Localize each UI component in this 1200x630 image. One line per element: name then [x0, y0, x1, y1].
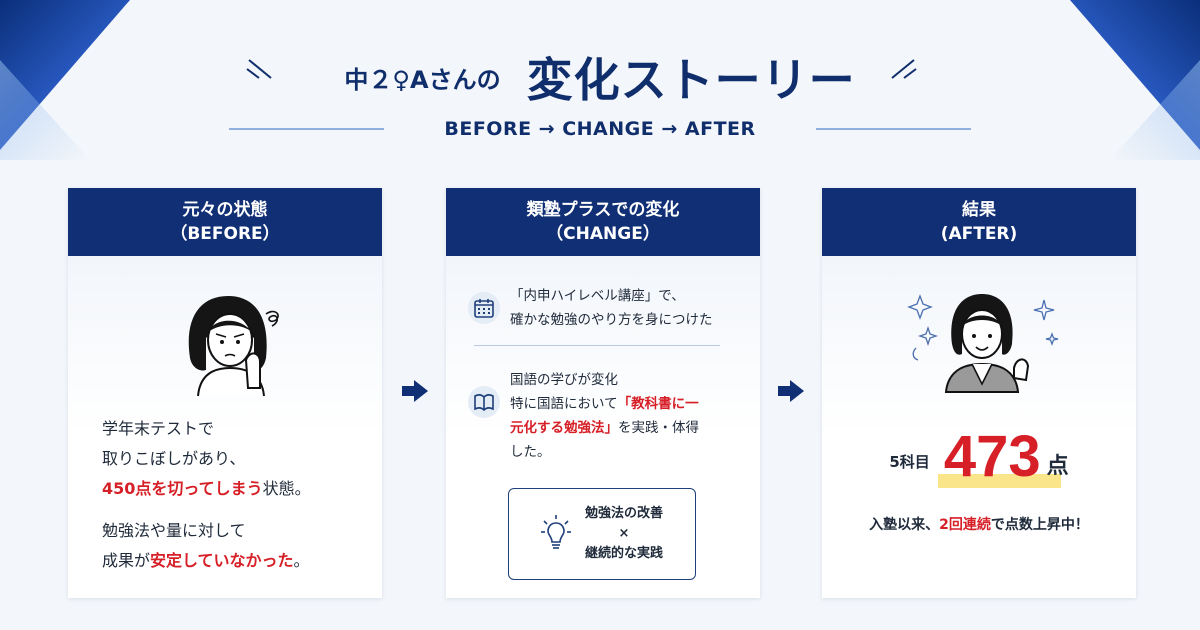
score-value: 473 [943, 424, 1041, 489]
after-heading-line1: 結果 [962, 200, 996, 220]
change-item-japanese: 国語の学びが変化 特に国語において「教科書に一 元化する勉強法」を実践・体得 し… [468, 368, 748, 464]
key-point-line1: 勉強法の改善 [584, 506, 663, 521]
subtitle: BEFORE → CHANGE → AFTER [444, 118, 756, 140]
page-title: 中２♀Aさんの 変化ストーリー [0, 44, 1200, 110]
before-p2-line2: 成果が安定していなかった。 [102, 546, 372, 576]
before-paragraph-1: 学年末テストで 取りこぼしがあり、 450点を切ってしまう状態。 [102, 414, 372, 504]
change-item-course: 「内申ハイレベル講座」で、 確かな勉強のやり方を身につけた [468, 284, 748, 332]
arrow-right-icon [778, 380, 804, 402]
before-card-header: 元々の状態 （BEFORE） [68, 188, 382, 256]
score-label: 5科目 [889, 453, 930, 471]
change-card: 類塾プラスでの変化 （CHANGE） 「内申ハイレベル講座」で、 確かな勉強のや… [446, 188, 760, 598]
after-footnote: 入塾以来、2回連続で点数上昇中！ [822, 514, 1136, 534]
subtitle-line-right [815, 128, 971, 130]
arrow-right-icon [402, 380, 428, 402]
title-subject: 中２♀Aさんの [344, 65, 501, 94]
worried-student-icon [188, 296, 279, 397]
change-card-header: 類塾プラスでの変化 （CHANGE） [446, 188, 760, 256]
change-item1-line1: 「内申ハイレベル講座」で、 [510, 288, 685, 304]
confident-student-icon [907, 294, 1059, 393]
before-p1-highlight: 450点を切ってしまう [102, 479, 263, 498]
change-item2-title: 国語の学びが変化 [510, 372, 618, 388]
before-p2-highlight: 安定していなかった [150, 551, 294, 570]
change-item2-highlight-1: 「教科書に一 [617, 396, 699, 412]
change-item2-line1-a: 特に国語において [510, 396, 618, 412]
key-point-line2: × [618, 526, 630, 541]
before-p1-line1: 学年末テストで [102, 419, 215, 438]
subtitle-line-left [229, 128, 385, 130]
change-item-course-text: 「内申ハイレベル講座」で、 確かな勉強のやり方を身につけた [510, 284, 713, 332]
change-item2-line1: 特に国語において「教科書に一 [510, 392, 699, 416]
change-item-japanese-text: 国語の学びが変化 特に国語において「教科書に一 元化する勉強法」を実践・体得 し… [510, 368, 699, 464]
lightbulb-icon [540, 515, 571, 549]
accent-slash-right-icon [891, 59, 917, 79]
before-p1-line2: 取りこぼしがあり、 [102, 449, 246, 468]
after-foot-b: で点数上昇中！ [990, 517, 1089, 533]
key-point-text: 勉強法の改善 × 継続的な実践 [585, 504, 663, 564]
change-heading-line1: 類塾プラスでの変化 [526, 200, 680, 220]
before-paragraph-2: 勉強法や量に対して 成果が安定していなかった。 [102, 516, 372, 576]
change-item2-line2: 元化する勉強法」を実践・体得 [510, 416, 699, 440]
after-heading-line2: (AFTER) [940, 224, 1018, 244]
change-item1-line2: 確かな勉強のやり方を身につけた [510, 312, 713, 328]
before-heading-line2: （BEFORE） [170, 224, 280, 244]
score-highlight-wrap: 473 [937, 424, 1061, 490]
subtitle-row: BEFORE → CHANGE → AFTER [0, 118, 1200, 140]
after-foot-highlight: 2回連続 [939, 517, 991, 533]
key-point-line3: 継続的な実践 [584, 546, 663, 561]
book-icon [468, 386, 500, 418]
before-heading-line1: 元々の状態 [182, 200, 268, 220]
before-p2-line2-b: 。 [293, 551, 310, 570]
before-p1-line3: 450点を切ってしまう状態。 [102, 474, 372, 504]
title-main: 変化ストーリー [526, 53, 856, 107]
change-item2-line2-b: を実践・体得 [618, 420, 699, 436]
before-p2-line1: 勉強法や量に対して [102, 521, 246, 540]
score-unit: 点 [1046, 454, 1069, 479]
after-foot-a: 入塾以来、 [869, 517, 940, 533]
after-card-header: 結果 (AFTER) [822, 188, 1136, 256]
change-heading-line2: （CHANGE） [546, 224, 660, 244]
before-card: 元々の状態 （BEFORE） 学年末テストで 取りこぼしがあり、 450点を切っ… [68, 188, 382, 598]
before-p2-line2-a: 成果が [102, 551, 151, 570]
change-item2-line3: した。 [510, 444, 551, 460]
score-row: 5科目 473 点 [822, 424, 1136, 490]
score-highlight [937, 474, 1061, 488]
after-card: 結果 (AFTER) 5科目 473 点 入塾以来、2回連続で点数上昇中！ [822, 188, 1136, 598]
change-item2-highlight-2: 元化する勉強法」 [510, 420, 618, 436]
calendar-icon [468, 292, 500, 324]
key-point-box: 勉強法の改善 × 継続的な実践 [508, 488, 696, 580]
before-p1-line3-rest: 状態。 [262, 479, 311, 498]
change-divider [474, 345, 720, 346]
before-description: 学年末テストで 取りこぼしがあり、 450点を切ってしまう状態。 勉強法や量に対… [102, 414, 372, 588]
accent-slash-left-icon [246, 59, 272, 79]
